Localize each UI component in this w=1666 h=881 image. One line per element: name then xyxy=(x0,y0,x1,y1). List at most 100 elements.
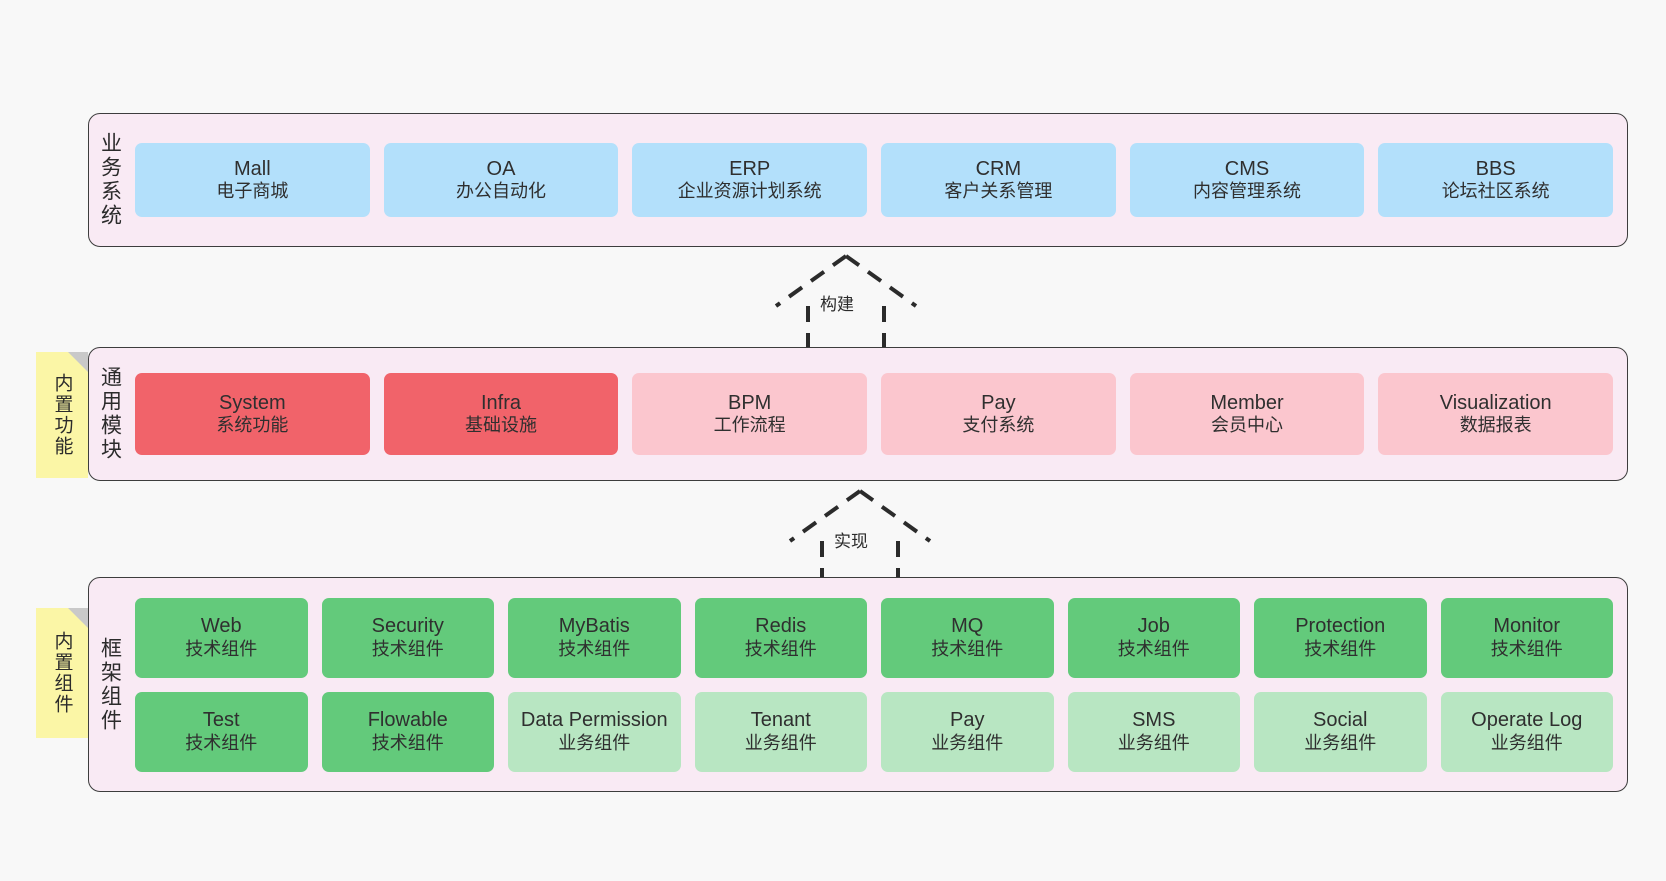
module-box-system[interactable]: System 系统功能 xyxy=(135,373,370,455)
connector-implement: 实现 xyxy=(770,485,950,586)
module-desc: 业务组件 xyxy=(931,732,1004,753)
module-box-cms[interactable]: CMS 内容管理系统 xyxy=(1129,143,1365,217)
module-name: Tenant xyxy=(750,709,811,732)
module-box-mybatis[interactable]: MyBatis 技术组件 xyxy=(508,597,681,678)
note-fold-corner-icon xyxy=(68,608,88,628)
module-desc: 业务组件 xyxy=(1304,732,1377,753)
module-name: Operate Log xyxy=(1471,709,1583,732)
module-desc: 客户关系管理 xyxy=(944,181,1053,202)
module-desc: 基础设施 xyxy=(465,415,537,436)
module-name: BBS xyxy=(1475,157,1516,180)
connector-build: 构建 xyxy=(756,250,936,351)
module-box-security[interactable]: Security 技术组件 xyxy=(321,597,494,678)
module-name: Member xyxy=(1210,391,1284,414)
connector-label-build: 构建 xyxy=(820,295,854,314)
module-desc: 数据报表 xyxy=(1459,415,1532,436)
layer-body-common-module: System 系统功能 Infra 基础设施 BPM 工作流程 Pay 支付系统… xyxy=(131,348,1627,480)
module-name: Infra xyxy=(480,391,522,414)
module-desc: 业务组件 xyxy=(1117,732,1190,753)
layer-body-framework-component: Web 技术组件 Security 技术组件 MyBatis 技术组件 Redi… xyxy=(131,578,1627,791)
module-name: Flowable xyxy=(367,709,448,732)
module-name: Mall xyxy=(234,157,271,180)
layer-row: Web 技术组件 Security 技术组件 MyBatis 技术组件 Redi… xyxy=(135,597,1613,678)
module-desc: 技术组件 xyxy=(1490,638,1563,659)
module-desc: 技术组件 xyxy=(185,732,258,753)
module-box-mq[interactable]: MQ 技术组件 xyxy=(881,597,1054,678)
module-desc: 技术组件 xyxy=(931,638,1004,659)
module-box-mall[interactable]: Mall 电子商城 xyxy=(135,143,370,217)
module-box-social[interactable]: Social 业务组件 xyxy=(1254,691,1427,772)
module-name: Security xyxy=(371,615,444,638)
module-box-infra[interactable]: Infra 基础设施 xyxy=(383,373,619,455)
layer-row: System 系统功能 Infra 基础设施 BPM 工作流程 Pay 支付系统… xyxy=(135,373,1614,455)
module-box-visualization[interactable]: Visualization 数据报表 xyxy=(1378,373,1614,455)
module-box-operate-log[interactable]: Operate Log 业务组件 xyxy=(1440,691,1613,772)
module-name: Social xyxy=(1313,709,1368,732)
module-name: SMS xyxy=(1132,709,1176,732)
module-desc: 系统功能 xyxy=(216,415,289,436)
module-box-test[interactable]: Test 技术组件 xyxy=(135,691,308,772)
layer-body-business-system: Mall 电子商城 OA 办公自动化 ERP 企业资源计划系统 CRM 客户关系… xyxy=(131,114,1627,246)
layer-row: Test 技术组件 Flowable 技术组件 Data Permission … xyxy=(135,691,1613,772)
note-builtin-function: 内置功能 xyxy=(36,352,88,478)
module-name: BPM xyxy=(728,391,772,414)
module-name: Test xyxy=(202,709,240,732)
module-box-oa[interactable]: OA 办公自动化 xyxy=(383,143,619,217)
layer-common-module: 通用模块 System 系统功能 Infra 基础设施 BPM 工作流程 Pay… xyxy=(88,347,1628,481)
module-name: Pay xyxy=(950,709,985,732)
layer-label-common-module: 通用模块 xyxy=(98,366,122,462)
module-box-protection[interactable]: Protection 技术组件 xyxy=(1254,597,1427,678)
module-desc: 会员中心 xyxy=(1211,415,1284,436)
module-name: Job xyxy=(1137,615,1170,638)
module-name: System xyxy=(218,391,286,414)
module-desc: 支付系统 xyxy=(962,415,1035,436)
module-desc: 技术组件 xyxy=(1117,638,1190,659)
module-desc: 技术组件 xyxy=(558,638,631,659)
module-desc: 办公自动化 xyxy=(456,181,546,202)
module-desc: 电子商城 xyxy=(216,181,289,202)
module-desc: 技术组件 xyxy=(185,638,258,659)
layer-framework-component: 框架组件 Web 技术组件 Security 技术组件 MyBatis 技术组件… xyxy=(88,577,1628,792)
module-box-web[interactable]: Web 技术组件 xyxy=(135,597,308,678)
layer-business-system: 业务系统 Mall 电子商城 OA 办公自动化 ERP 企业资源计划系统 CRM… xyxy=(88,113,1628,247)
module-name: Web xyxy=(200,615,242,638)
layer-label-business-system: 业务系统 xyxy=(98,132,122,228)
module-desc: 业务组件 xyxy=(558,732,631,753)
note-label: 内置功能 xyxy=(51,373,73,457)
module-box-pay[interactable]: Pay 支付系统 xyxy=(881,373,1116,455)
module-desc: 企业资源计划系统 xyxy=(677,181,822,202)
module-box-redis[interactable]: Redis 技术组件 xyxy=(694,597,867,678)
module-box-erp[interactable]: ERP 企业资源计划系统 xyxy=(632,143,868,217)
module-desc: 技术组件 xyxy=(371,732,444,753)
module-box-bpm[interactable]: BPM 工作流程 xyxy=(632,373,868,455)
module-desc: 技术组件 xyxy=(744,638,817,659)
module-name: Visualization xyxy=(1439,391,1552,414)
note-builtin-component: 内置组件 xyxy=(36,608,88,738)
module-name: Monitor xyxy=(1493,615,1561,638)
module-box-bbs[interactable]: BBS 论坛社区系统 xyxy=(1378,143,1614,217)
note-label: 内置组件 xyxy=(51,631,73,715)
module-box-monitor[interactable]: Monitor 技术组件 xyxy=(1440,597,1613,678)
module-name: ERP xyxy=(729,157,771,180)
module-box-tenant[interactable]: Tenant 业务组件 xyxy=(694,691,867,772)
module-box-data-permission[interactable]: Data Permission 业务组件 xyxy=(508,691,681,772)
module-name: CMS xyxy=(1224,157,1270,180)
module-box-member[interactable]: Member 会员中心 xyxy=(1129,373,1365,455)
module-box-job[interactable]: Job 技术组件 xyxy=(1067,597,1240,678)
module-desc: 内容管理系统 xyxy=(1193,181,1302,202)
module-name: Pay xyxy=(981,391,1016,414)
module-name: OA xyxy=(486,157,516,180)
module-box-sms[interactable]: SMS 业务组件 xyxy=(1067,691,1240,772)
module-box-flowable[interactable]: Flowable 技术组件 xyxy=(321,691,494,772)
module-box-pay-component[interactable]: Pay 业务组件 xyxy=(881,691,1054,772)
module-box-crm[interactable]: CRM 客户关系管理 xyxy=(881,143,1116,217)
module-desc: 业务组件 xyxy=(744,732,817,753)
module-name: Data Permission xyxy=(520,709,668,732)
module-name: MyBatis xyxy=(558,615,630,638)
module-desc: 工作流程 xyxy=(713,415,786,436)
connector-label-implement: 实现 xyxy=(834,532,868,551)
module-desc: 技术组件 xyxy=(1304,638,1377,659)
module-name: CRM xyxy=(975,157,1022,180)
module-desc: 业务组件 xyxy=(1490,732,1563,753)
